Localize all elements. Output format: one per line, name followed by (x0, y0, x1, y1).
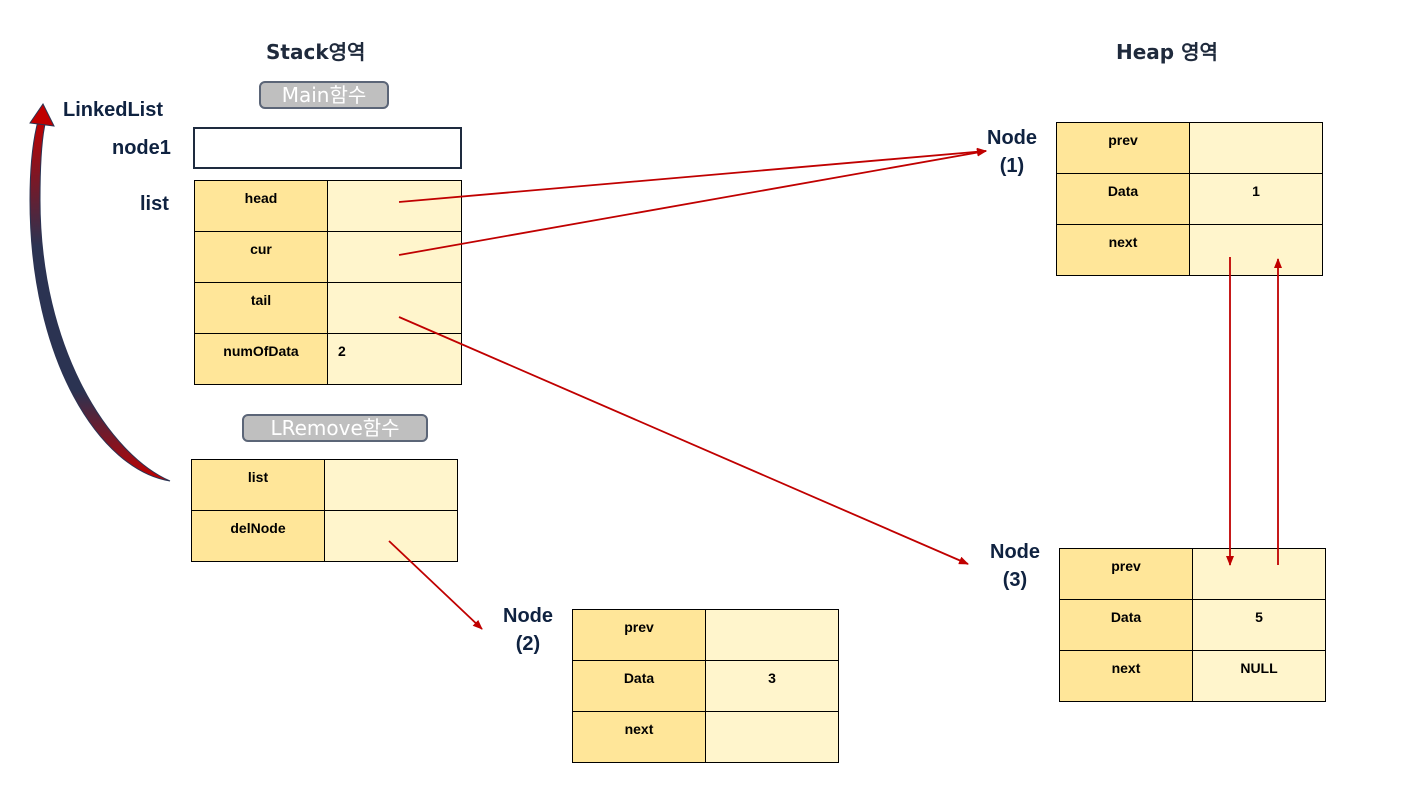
node1-label: node1 (112, 137, 171, 159)
stack-heading: Stack영역 (266, 40, 366, 64)
node2-table: prev Data 3 next (572, 609, 839, 763)
table-row: next (572, 711, 839, 763)
node2-prev-key: prev (572, 609, 706, 661)
table-row: head (194, 180, 462, 232)
node3-data-value: 5 (1192, 599, 1326, 651)
node3-data-key: Data (1059, 599, 1193, 651)
node2-next-key: next (572, 711, 706, 763)
node3-title-index: (3) (1002, 569, 1028, 591)
node1-title-text: Node (987, 127, 1037, 149)
list-numofdata-key: numOfData (194, 333, 328, 385)
table-row: Data 5 (1059, 599, 1326, 651)
node2-title-index: (2) (515, 633, 541, 655)
list-numofdata-value: 2 (327, 333, 462, 385)
table-row: list (191, 459, 458, 511)
table-row: next NULL (1059, 650, 1326, 702)
tail-pointer-arrow (398, 316, 969, 565)
node3-title-text: Node (990, 541, 1040, 563)
node3-next-key: next (1059, 650, 1193, 702)
lremove-delnode-key: delNode (191, 510, 325, 562)
node3-table: prev Data 5 next NULL (1059, 548, 1326, 702)
main-function-label: Main함수 (259, 81, 389, 109)
node1-variable-box (193, 127, 462, 169)
node1-next-key: next (1056, 224, 1190, 276)
node1-title: Node (1) (982, 124, 1042, 180)
head-pointer-arrow (398, 147, 987, 203)
node2-title-text: Node (503, 605, 553, 627)
lremove-function-label: LRemove함수 (242, 414, 428, 442)
lremove-list-key: list (191, 459, 325, 511)
list-label: list (140, 193, 169, 215)
node2-data-key: Data (572, 660, 706, 712)
node1-data-value: 1 (1189, 173, 1323, 225)
node3-title: Node (3) (985, 538, 1045, 594)
table-row: prev (1059, 548, 1326, 600)
linkedlist-curved-arrow (29, 103, 171, 482)
node1-title-index: (1) (999, 155, 1025, 177)
list-tail-value (327, 282, 462, 334)
table-row: delNode (191, 510, 458, 562)
list-head-value (327, 180, 462, 232)
node2-prev-value (705, 609, 839, 661)
node1-table: prev Data 1 next (1056, 122, 1323, 276)
delnode-pointer-arrow (388, 540, 483, 630)
list-cur-key: cur (194, 231, 328, 283)
table-row: prev (572, 609, 839, 661)
table-row: prev (1056, 122, 1323, 174)
list-tail-key: tail (194, 282, 328, 334)
lremove-delnode-value (324, 510, 458, 562)
table-row: cur (194, 231, 462, 283)
node2-title: Node (2) (498, 602, 558, 658)
node2-next-value (705, 711, 839, 763)
node1-data-key: Data (1056, 173, 1190, 225)
heap-heading: Heap 영역 (1116, 40, 1218, 64)
table-row: tail (194, 282, 462, 334)
table-row: next (1056, 224, 1323, 276)
node3-prev-value (1192, 548, 1326, 600)
lremove-list-value (324, 459, 458, 511)
linkedlist-label: LinkedList (63, 99, 164, 121)
node3-next-value: NULL (1192, 650, 1326, 702)
list-struct-table: head cur tail numOfData 2 (194, 180, 462, 385)
list-cur-value (327, 231, 462, 283)
node1-prev-key: prev (1056, 122, 1190, 174)
node1-next-value (1189, 224, 1323, 276)
node1-prev-value (1189, 122, 1323, 174)
table-row: numOfData 2 (194, 333, 462, 385)
list-head-key: head (194, 180, 328, 232)
table-row: Data 1 (1056, 173, 1323, 225)
lremove-vars-table: list delNode (191, 459, 458, 562)
cur-pointer-arrow (398, 148, 987, 256)
node3-prev-key: prev (1059, 548, 1193, 600)
